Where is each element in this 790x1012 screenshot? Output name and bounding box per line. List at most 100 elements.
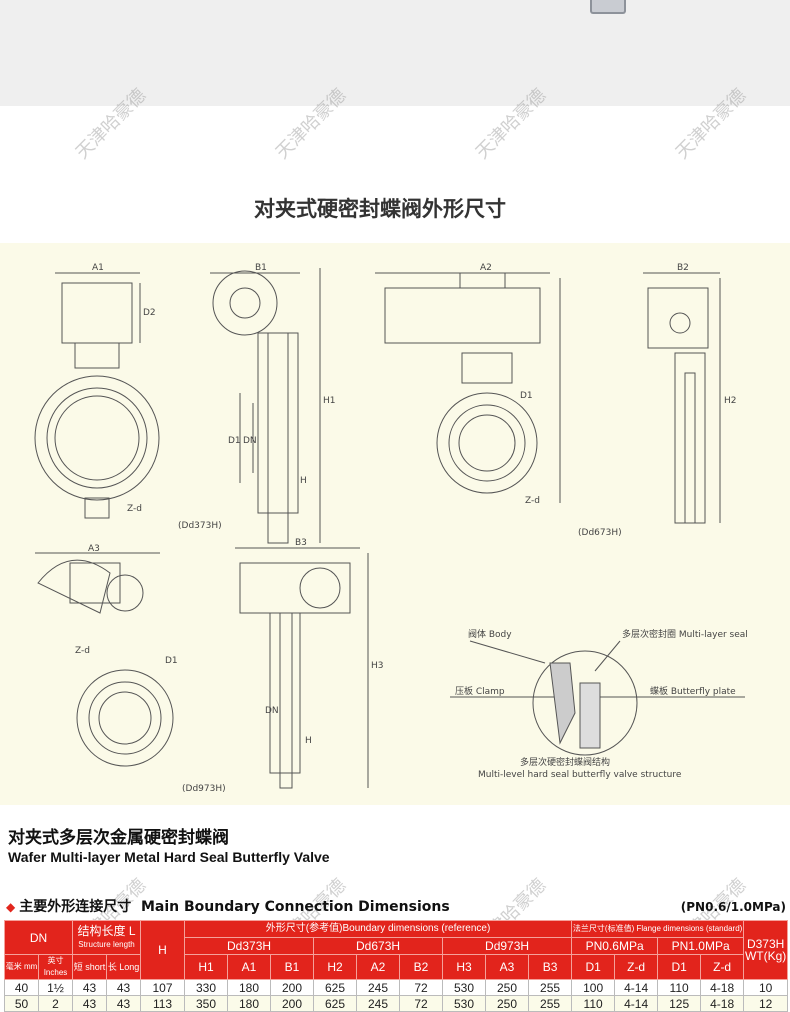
label-d1: D1	[228, 436, 241, 446]
technical-drawing: A1 D2 B1 H1 D1 DN H Z-d (Dd373H) A2 B2 H…	[0, 243, 790, 805]
callout-plate: 蝶板 Butterfly plate	[650, 685, 736, 697]
th-col: A3	[485, 954, 530, 980]
label-d2: D2	[143, 308, 156, 318]
table-cell: 43	[72, 995, 107, 1012]
table-cell: 43	[72, 979, 107, 996]
table-cell: 255	[528, 979, 573, 996]
table-cell: 245	[356, 995, 401, 1012]
table-cell: 530	[442, 995, 487, 1012]
table-cell: 4-18	[700, 995, 745, 1012]
table-cell: 4-14	[614, 995, 659, 1012]
th-wt: D373H WT(Kg)	[743, 920, 789, 980]
caption-cn: 多层次硬密封蝶阀结构	[520, 756, 610, 768]
th-dd973h: Dd973H	[442, 937, 573, 955]
table-cell: 625	[313, 979, 358, 996]
th-boundary: 外形尺寸(参考值)Boundary dimensions (reference)	[184, 920, 573, 938]
th-col: A2	[356, 954, 401, 980]
th-col: Z-d	[700, 954, 745, 980]
table-cell: 625	[313, 995, 358, 1012]
th-col: B2	[399, 954, 444, 980]
th-mm: 毫米 mm	[4, 954, 39, 980]
label-h1: H1	[323, 396, 336, 406]
product-title-cn: 对夹式多层次金属硬密封蝶阀	[8, 828, 229, 848]
label-b2: B2	[677, 263, 689, 273]
table-cell: 12	[743, 995, 789, 1012]
drawing-dd973h	[35, 552, 174, 767]
th-col: B3	[528, 954, 573, 980]
label-zd-973: Z-d	[75, 646, 90, 656]
label-zd-673: Z-d	[525, 496, 540, 506]
table-cell: 72	[399, 979, 444, 996]
product-title-en: Wafer Multi-layer Metal Hard Seal Butter…	[8, 849, 330, 865]
section-title-en: Main Boundary Connection Dimensions	[140, 899, 450, 915]
drawing-dd673h	[375, 272, 561, 503]
label-d1-973: D1	[165, 656, 178, 666]
table-cell: 200	[270, 979, 315, 996]
table-cell: 125	[657, 995, 702, 1012]
table-cell: 107	[140, 979, 186, 996]
banner-tab	[590, 0, 626, 14]
label-model-373: (Dd373H)	[178, 521, 222, 531]
table-cell: 4-18	[700, 979, 745, 996]
table-cell: 245	[356, 979, 401, 996]
label-a3: A3	[88, 544, 100, 554]
th-col: H1	[184, 954, 229, 980]
th-col: H2	[313, 954, 358, 980]
table-cell: 4-14	[614, 979, 659, 996]
th-structure-en: Structure length	[78, 939, 135, 949]
table-cell: 43	[105, 995, 142, 1012]
label-zd: Z-d	[127, 504, 142, 514]
table-cell: 40	[4, 979, 39, 996]
table-cell: 110	[657, 979, 702, 996]
th-inch: 英寸 Inches	[38, 954, 73, 980]
table-cell: 250	[485, 979, 530, 996]
label-model-673: (Dd673H)	[578, 528, 622, 538]
label-h: H	[300, 476, 307, 486]
table-cell: 255	[528, 995, 573, 1012]
label-a2: A2	[480, 263, 492, 273]
top-banner	[0, 0, 790, 106]
callout-body: 阀体 Body	[468, 628, 512, 640]
label-b1: B1	[255, 263, 267, 273]
th-col: H3	[442, 954, 487, 980]
table-cell: 180	[227, 995, 272, 1012]
page-title: 对夹式硬密封蝶阀外形尺寸	[254, 197, 506, 221]
label-h2: H2	[724, 396, 737, 406]
label-d1-673: D1	[520, 391, 533, 401]
table-cell: 200	[270, 995, 315, 1012]
th-dn: DN	[4, 920, 73, 955]
th-h: H	[140, 920, 186, 980]
th-col: Z-d	[614, 954, 659, 980]
table-cell: 180	[227, 979, 272, 996]
table-cell: 530	[442, 979, 487, 996]
table-cell: 330	[184, 979, 229, 996]
th-col: B1	[270, 954, 315, 980]
table-cell: 250	[485, 995, 530, 1012]
caption-en: Multi-level hard seal butterfly valve st…	[478, 770, 682, 780]
drawing-dd973h-side	[235, 547, 369, 789]
label-dn: DN	[243, 436, 257, 446]
label-dn-973: DN	[265, 706, 279, 716]
table-cell: 50	[4, 995, 39, 1012]
th-long: 长 Long	[105, 954, 142, 980]
drawing-dd373h-side	[210, 268, 321, 544]
table-cell: 72	[399, 995, 444, 1012]
drawing-seal-detail	[450, 640, 745, 756]
th-col: A1	[227, 954, 272, 980]
table-cell: 110	[571, 995, 616, 1012]
callout-clamp: 压板 Clamp	[455, 685, 505, 697]
table-cell: 10	[743, 979, 789, 996]
label-model-973: (Dd973H)	[182, 784, 226, 794]
table-cell: 43	[105, 979, 142, 996]
table-cell: 1½	[38, 979, 73, 996]
label-h-973: H	[305, 736, 312, 746]
th-flange: 法兰尺寸(标准值) Flange dimensions (standard)	[571, 920, 745, 938]
table-cell: 100	[571, 979, 616, 996]
th-short: 短 short	[72, 954, 107, 980]
th-col: D1	[657, 954, 702, 980]
section-title-cn: 主要外形连接尺寸	[19, 899, 132, 915]
drawing-dd673h-side	[643, 272, 721, 524]
th-col: D1	[571, 954, 616, 980]
